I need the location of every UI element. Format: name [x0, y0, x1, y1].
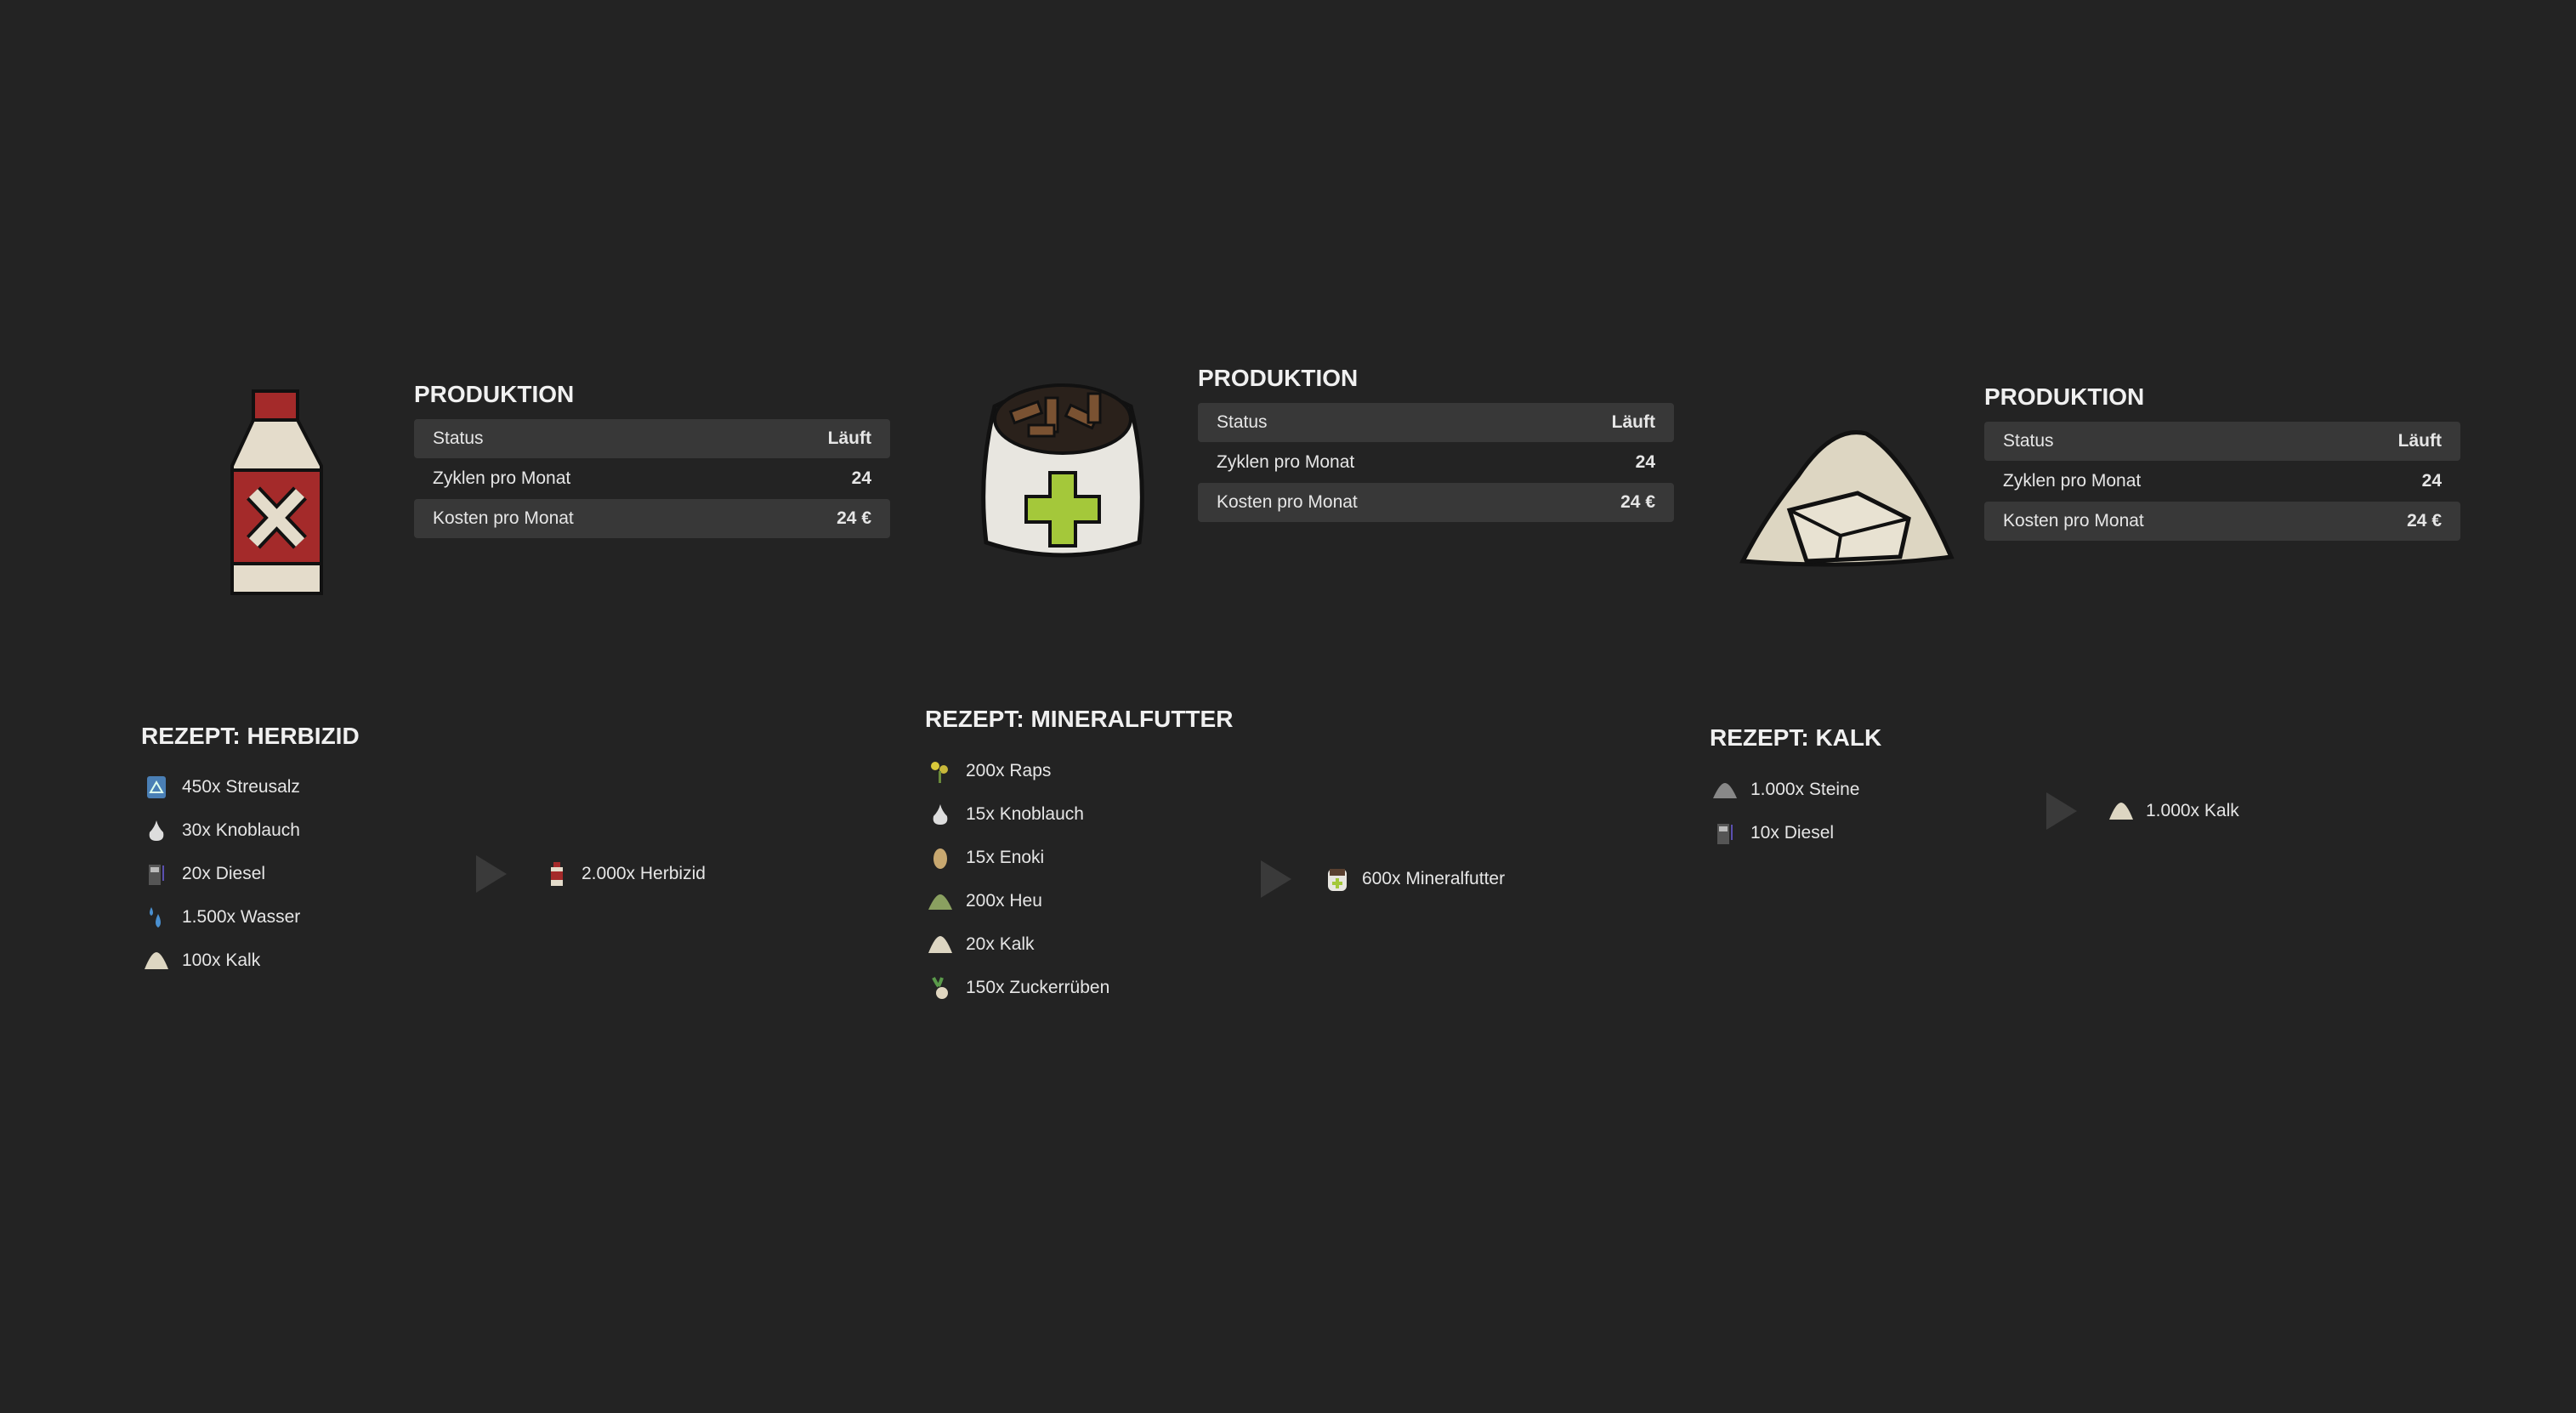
row-value: Läuft	[827, 428, 871, 448]
recipe-input: 15x Enoki	[927, 836, 1109, 879]
cycles-row: Zyklen pro Monat 24	[1984, 462, 2460, 501]
row-value: 24	[2421, 471, 2442, 491]
cost-row: Kosten pro Monat 24 €	[1198, 483, 1674, 522]
row-value: 24 €	[1620, 492, 1655, 512]
row-label: Zyklen pro Monat	[433, 468, 571, 488]
recipe-input: 20x Diesel	[143, 852, 300, 895]
mineral-feed-icon	[1328, 869, 1347, 891]
lime-icon	[928, 935, 952, 953]
output-label: 2.000x Herbizid	[582, 864, 706, 883]
recipe-input: 15x Knoblauch	[927, 792, 1109, 836]
cycles-row: Zyklen pro Monat 24	[414, 459, 890, 498]
row-label: Kosten pro Monat	[2003, 511, 2144, 531]
herbicide-bottle-icon	[228, 389, 326, 602]
recipe-output: 2.000x Herbizid	[544, 860, 706, 888]
input-label: 1.000x Steine	[1750, 779, 1860, 799]
recipe-input: 20x Kalk	[927, 922, 1109, 966]
status-row: Status Läuft	[1984, 422, 2460, 461]
canola-icon	[931, 761, 948, 783]
recipe-input: 450x Streusalz	[143, 765, 300, 809]
cycles-row: Zyklen pro Monat 24	[1198, 443, 1674, 482]
cost-row: Kosten pro Monat 24 €	[414, 499, 890, 538]
mineral-feed-sack-icon	[969, 372, 1156, 572]
garlic-icon	[149, 820, 164, 841]
lime-icon	[2109, 803, 2133, 820]
diesel-pump-icon	[1717, 823, 1733, 844]
arrow-icon	[1261, 860, 1291, 898]
output-label: 600x Mineralfutter	[1362, 869, 1506, 888]
status-row: Status Läuft	[414, 419, 890, 458]
input-label: 450x Streusalz	[182, 776, 300, 797]
recipe-inputs: 450x Streusalz 30x Knoblauch 20x Diesel …	[143, 765, 300, 982]
row-value: Läuft	[1611, 412, 1655, 432]
diesel-pump-icon	[149, 864, 164, 885]
recipe-input: 10x Diesel	[1711, 811, 1859, 854]
recipe-input: 30x Knoblauch	[143, 809, 300, 852]
recipe-inputs: 1.000x Steine 10x Diesel	[1711, 768, 1859, 854]
recipe-input: 200x Heu	[927, 879, 1109, 922]
input-label: 200x Heu	[966, 890, 1042, 911]
row-label: Status	[1217, 412, 1268, 432]
garlic-icon	[933, 803, 948, 825]
herbicide-icon	[551, 862, 563, 886]
row-label: Zyklen pro Monat	[2003, 471, 2142, 491]
arrow-icon	[476, 855, 507, 893]
output-label: 1.000x Kalk	[2146, 801, 2239, 820]
row-label: Kosten pro Monat	[1217, 492, 1358, 512]
row-label: Zyklen pro Monat	[1217, 452, 1355, 472]
recipe-title: REZEPT: KALK	[1710, 724, 1882, 751]
input-label: 100x Kalk	[182, 950, 261, 970]
recipe-output: 1.000x Kalk	[2108, 797, 2239, 825]
recipe-title: REZEPT: MINERALFUTTER	[925, 706, 1234, 732]
input-label: 1.500x Wasser	[182, 906, 301, 927]
lime-pile-icon	[1739, 417, 1960, 574]
row-value: 24	[1635, 452, 1655, 472]
input-label: 30x Knoblauch	[182, 820, 300, 840]
recipe-input: 200x Raps	[927, 749, 1109, 792]
enoki-icon	[933, 848, 947, 869]
production-table: Status Läuft Zyklen pro Monat 24 Kosten pr…	[414, 419, 890, 539]
row-value: Läuft	[2397, 431, 2442, 451]
water-icon	[150, 906, 161, 928]
recipe-input: 1.000x Steine	[1711, 768, 1859, 811]
input-label: 15x Knoblauch	[966, 803, 1084, 824]
recipe-inputs: 200x Raps 15x Knoblauch 15x Enoki 200x H…	[927, 749, 1109, 1009]
production-title: PRODUKTION	[1984, 383, 2145, 410]
row-label: Kosten pro Monat	[433, 508, 574, 528]
stones-icon	[1713, 782, 1737, 798]
arrow-icon	[2046, 792, 2077, 830]
input-label: 150x Zuckerrüben	[966, 977, 1110, 997]
input-label: 20x Diesel	[182, 863, 266, 883]
cost-row: Kosten pro Monat 24 €	[1984, 502, 2460, 541]
row-value: 24 €	[2407, 511, 2442, 531]
input-label: 15x Enoki	[966, 847, 1045, 867]
row-label: Status	[433, 428, 484, 448]
row-value: 24	[851, 468, 871, 488]
sugar-beet-icon	[932, 976, 948, 999]
production-title: PRODUKTION	[414, 381, 575, 407]
recipe-input: 1.500x Wasser	[143, 895, 300, 939]
production-table: Status Läuft Zyklen pro Monat 24 Kosten pr…	[1984, 422, 2460, 542]
recipe-output: 600x Mineralfutter	[1325, 865, 1505, 893]
recipe-input: 150x Zuckerrüben	[927, 966, 1109, 1009]
recipe-input: 100x Kalk	[143, 939, 300, 982]
input-label: 10x Diesel	[1750, 822, 1835, 843]
row-label: Status	[2003, 431, 2054, 451]
production-table: Status Läuft Zyklen pro Monat 24 Kosten pr…	[1198, 403, 1674, 523]
road-salt-icon	[147, 775, 166, 798]
production-title: PRODUKTION	[1198, 365, 1359, 391]
status-row: Status Läuft	[1198, 403, 1674, 442]
input-label: 200x Raps	[966, 760, 1052, 780]
row-value: 24 €	[837, 508, 871, 528]
hay-icon	[928, 894, 952, 910]
recipe-title: REZEPT: HERBIZID	[141, 723, 360, 749]
lime-icon	[145, 951, 168, 969]
input-label: 20x Kalk	[966, 933, 1035, 954]
